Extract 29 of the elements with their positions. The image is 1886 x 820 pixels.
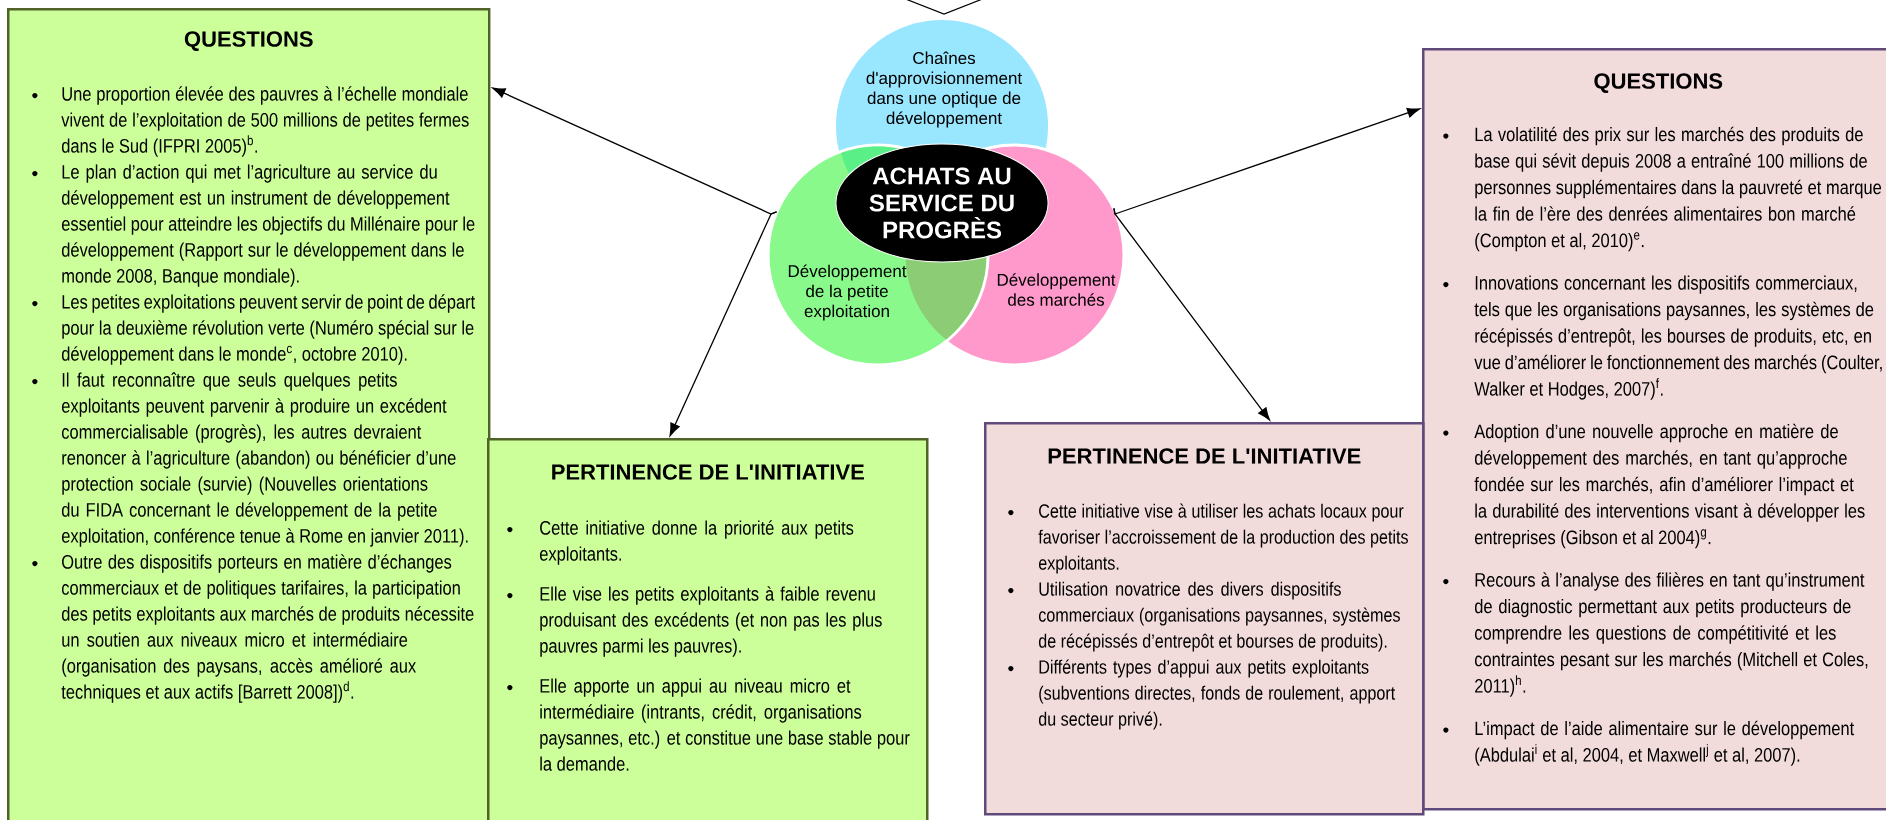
list-item: Adoption d’une nouvelle approche en matière de développement des marchés, en tant qu’approche fondée sur les marchés, afin d’améliorer l’impact et la durabilité des interventions visant à développer les entreprises (Gibson et al 2004)$^{g}$. [1474,423,1865,549]
arrow [669,211,778,437]
list-item: Cette initiative vise à utiliser les achats locaux pour favoriser l’accroissement de la production des petits exploitants. [1038,503,1408,574]
circle-label: Développement de la petite exploitation [788,264,907,321]
list-item: Cette initiative donne la priorité aux petits exploitants. [539,520,854,565]
arrow [1113,207,1271,421]
list-item: L’impact de l’aide alimentaire sur le développement (Abdulai$^{i}$ et al, 2004, et Maxwell$^{j}$ et al, 2007). [1475,720,1855,766]
list-item: Différents types d’appui aux petits exploitants (subventions directes, fonds de roulement, apport du secteur privé). [1038,659,1396,730]
list-item: Utilisation novatrice des divers dispositifs commerciaux (organisations paysannes, systèmes de récépissés d’entrepôt et bourses de produits). [1038,581,1400,652]
list-item: Une proportion élevée des pauvres à l’échelle mondiale vivent de l’exploitation de 500 millions de petites fermes dans le Sud (IFPRI 2005)$^{b}$. [61,86,469,157]
circle-label: Chaînes d'approvisionnement dans une optique de développement [866,51,1023,128]
panel-heading: PERTINENCE DE L'INITIATIVE [552,464,864,480]
panel-heading: PERTINENCE DE L'INITIATIVE [1048,448,1361,464]
list-item: Il faut reconnaître que seuls quelques petits exploitants peuvent parvenir à produire un excédent commercialisable (progrès), les autres devraient renoncer à l’agriculture (abandon) ou bénéficier d’une protection sociale (survie) (Nouvelles orientations du FIDA concernant le développement de la petite exploitation, conférence tenue à Rome en janvier 2011). [61,372,468,547]
list-item: Elle apporte un appui au niveau micro et intermédiaire (intrants, crédit, organisations paysannes, etc.) et constitue une base stable pour la demande. [540,678,910,771]
circle-label: Développement des marchés [997,273,1116,306]
list-item: Outre des dispositifs porteurs en matière d’échanges commerciaux et de politiques tarifaires, la participation des petits exploitants aux marchés de produits nécessite un soutien aux niveaux micro et intermédiaire (organisation des paysans, accès amélioré aux techniques et aux actifs [Barrett 2008])$^{d}$. [61,554,474,703]
panel-heading: QUESTIONS [184,31,313,51]
list-item: La volatilité des prix sur les marchés des produits de base qui sévit depuis 2008 a entraîné 100 millions de personnes supplémentaires dans la pauvreté et marque la fin de l’ère des denrées alimentaires bon marché (Compton et al, 2010)$^{e}$. [1475,126,1882,252]
list-item: Innovations concernant les dispositifs commerciaux, tels que les organisations paysannes, les systèmes de récépissés d’entrepôt, les bourses de produits, etc, en vue d’améliorer le fonctionnement des marchés (Coulter, Walker et Hodges, 2007)$^{f}$. [1474,275,1882,400]
relevance-panel [487,438,929,820]
list-item: Recours à l’analyse des filières en tant qu’instrument de diagnostic permettant aux petits producteurs de comprendre les questions de compétitivité et les contraintes pesant sur les marchés (Mitchell et Coles, 2011)$^{h}$. [1474,572,1868,697]
list-item: Elle vise les petits exploitants à faible revenu produisant des excédents (et non pas les plus pauvres parmi les pauvres). [540,586,882,657]
arrow [1113,107,1421,215]
relevance-panel [984,422,1425,816]
panel-heading: QUESTIONS [1594,73,1723,93]
center-title: ACHATS AU SERVICE DU PROGRÈS [869,167,1014,239]
list-item: Les petites exploitations peuvent servir de point de départ pour la deuxième révolution verte (Numéro spécial sur le développement dans le monde$^{c}$, octobre 2010). [61,294,476,365]
list-item: Le plan d’action qui met l’agriculture au service du développement est un instrument de développement essentiel pour atteindre les objectifs du Millénaire pour le développement (Rapport sur le développement dans le monde 2008, Banque mondiale). [61,164,475,287]
